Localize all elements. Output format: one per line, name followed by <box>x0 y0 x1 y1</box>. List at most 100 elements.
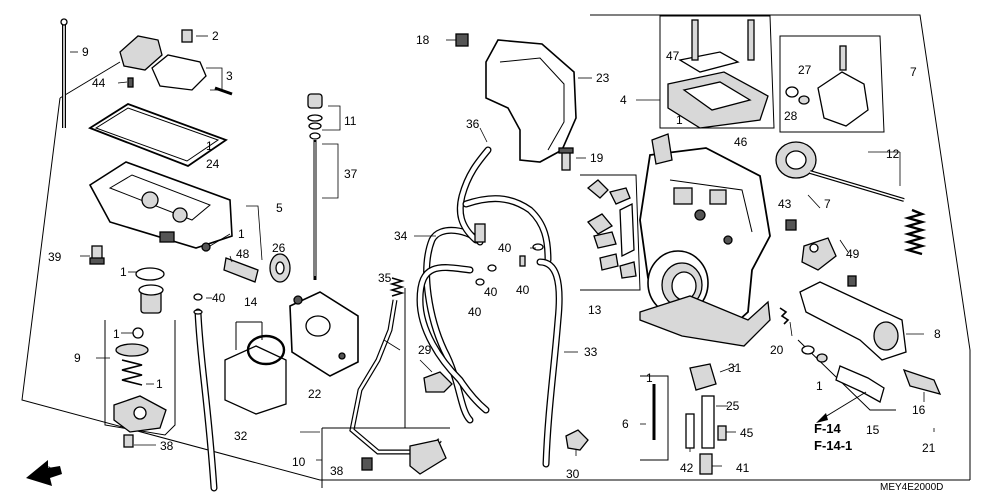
part-float-bowl <box>88 161 233 249</box>
callout-29: 29 <box>418 343 432 357</box>
part-top-cover-cap <box>151 54 207 91</box>
part-vent-tube-end <box>60 18 68 26</box>
part-adjust-spring <box>779 307 790 325</box>
part-pin-3 <box>214 86 233 96</box>
callout-3: 3 <box>226 69 233 83</box>
callout-12: 12 <box>886 147 900 161</box>
callout-33: 33 <box>584 345 598 359</box>
ref-f14: F-14 <box>814 421 842 436</box>
part-cable-spring <box>389 277 405 297</box>
callout-10: 10 <box>292 455 306 469</box>
part-float-gasket <box>88 103 228 168</box>
callout-35: 35 <box>378 271 392 285</box>
callout-7-bracket: 7 <box>824 197 831 211</box>
part-pilot-jet-42 <box>685 413 695 449</box>
leader-lines <box>70 35 935 467</box>
callout-47: 47 <box>666 49 680 63</box>
part-o-ring <box>135 267 165 281</box>
callout-1-bowl: 1 <box>238 227 245 241</box>
callout-34: 34 <box>394 229 408 243</box>
callout-4: 4 <box>620 93 627 107</box>
part-screw-38 <box>123 434 134 448</box>
ref-arrow <box>819 391 867 421</box>
part-diaphragm-gasket <box>224 345 287 415</box>
callout-11: 11 <box>344 114 357 128</box>
part-clip-30 <box>565 429 589 451</box>
part-diaphragm <box>115 343 149 357</box>
part-hot-start-plunger <box>902 368 942 395</box>
callout-46: 46 <box>734 135 748 149</box>
callout-31: 31 <box>728 361 742 375</box>
callout-9: 9 <box>82 45 89 59</box>
part-screw-2 <box>181 29 193 43</box>
callout-19: 19 <box>590 151 604 165</box>
callout-41: 41 <box>736 461 750 475</box>
callout-1-plate: 1 <box>676 113 683 127</box>
part-link-plate-47 <box>678 51 740 73</box>
callout-49: 49 <box>846 247 860 261</box>
callout-20: 20 <box>770 343 784 357</box>
callout-42: 42 <box>680 461 694 475</box>
callout-40-left: 40 <box>212 291 226 305</box>
callout-2: 2 <box>212 29 219 43</box>
front-label: FR. <box>38 463 57 481</box>
callout-9-pump: 9 <box>74 351 81 365</box>
part-throttle-lever <box>817 71 869 127</box>
callout-30: 30 <box>566 467 580 481</box>
ref-f14-1: F-14-1 <box>814 438 852 453</box>
callout-32: 32 <box>234 429 248 443</box>
callout-5: 5 <box>276 201 283 215</box>
callout-15: 15 <box>866 423 880 437</box>
part-top-cover <box>119 35 163 71</box>
callout-40-center-c: 40 <box>468 305 482 319</box>
callout-44: 44 <box>92 76 106 90</box>
callout-23: 23 <box>596 71 610 85</box>
part-pump-spring <box>121 359 143 386</box>
part-return-spring <box>903 208 927 256</box>
part-cable-bracket <box>409 439 447 475</box>
callout-1-ring: 1 <box>120 265 127 279</box>
frame-line <box>21 97 970 481</box>
callout-22: 22 <box>308 387 322 401</box>
callout-39: 39 <box>48 250 62 264</box>
callout-1-needle: 1 <box>646 371 653 385</box>
callout-45: 45 <box>740 426 754 440</box>
callout-36: 36 <box>466 117 480 131</box>
callout-14: 14 <box>244 295 258 309</box>
front-arrow <box>26 460 62 486</box>
callout-28: 28 <box>784 109 798 123</box>
part-needle-group-6 <box>640 375 669 461</box>
callout-8: 8 <box>934 327 941 341</box>
callout-24: 24 <box>206 157 220 171</box>
part-jet-holder <box>701 395 715 449</box>
part-hot-start-frame <box>797 339 896 411</box>
part-needle-cap <box>307 93 323 109</box>
part-main-jet-41 <box>699 453 713 475</box>
diagram-code: MEY4E2000D <box>880 482 943 493</box>
callout-26: 26 <box>272 241 286 255</box>
callout-13: 13 <box>588 303 602 317</box>
callout-38-left: 38 <box>160 439 174 453</box>
frame-line-right <box>590 14 971 480</box>
callout-27: 27 <box>798 63 812 77</box>
callout-1-top: 1 <box>206 139 213 153</box>
callout-labels: 9 2 3 44 1 24 5 1 4 8 39 1 40 1 9 1 38 32… <box>38 29 943 493</box>
part-top-cover-23 <box>485 39 577 163</box>
part-hot-start-valve <box>835 365 885 403</box>
callout-21: 21 <box>922 441 936 455</box>
part-throttle-bracket <box>801 237 837 271</box>
part-clamp-29 <box>423 371 453 393</box>
part-link-group <box>580 174 641 291</box>
part-carb-base <box>639 295 771 347</box>
part-top-plate-frame <box>659 15 775 129</box>
callout-40-center-b: 40 <box>484 285 498 299</box>
callout-16: 16 <box>912 403 926 417</box>
callout-25: 25 <box>726 399 740 413</box>
callout-1-hotstart: 1 <box>816 379 823 393</box>
part-diaphragm-ring <box>246 334 286 366</box>
part-clip-44 <box>127 77 134 88</box>
frame-line-top <box>59 61 121 99</box>
part-lever-frame <box>779 35 885 133</box>
